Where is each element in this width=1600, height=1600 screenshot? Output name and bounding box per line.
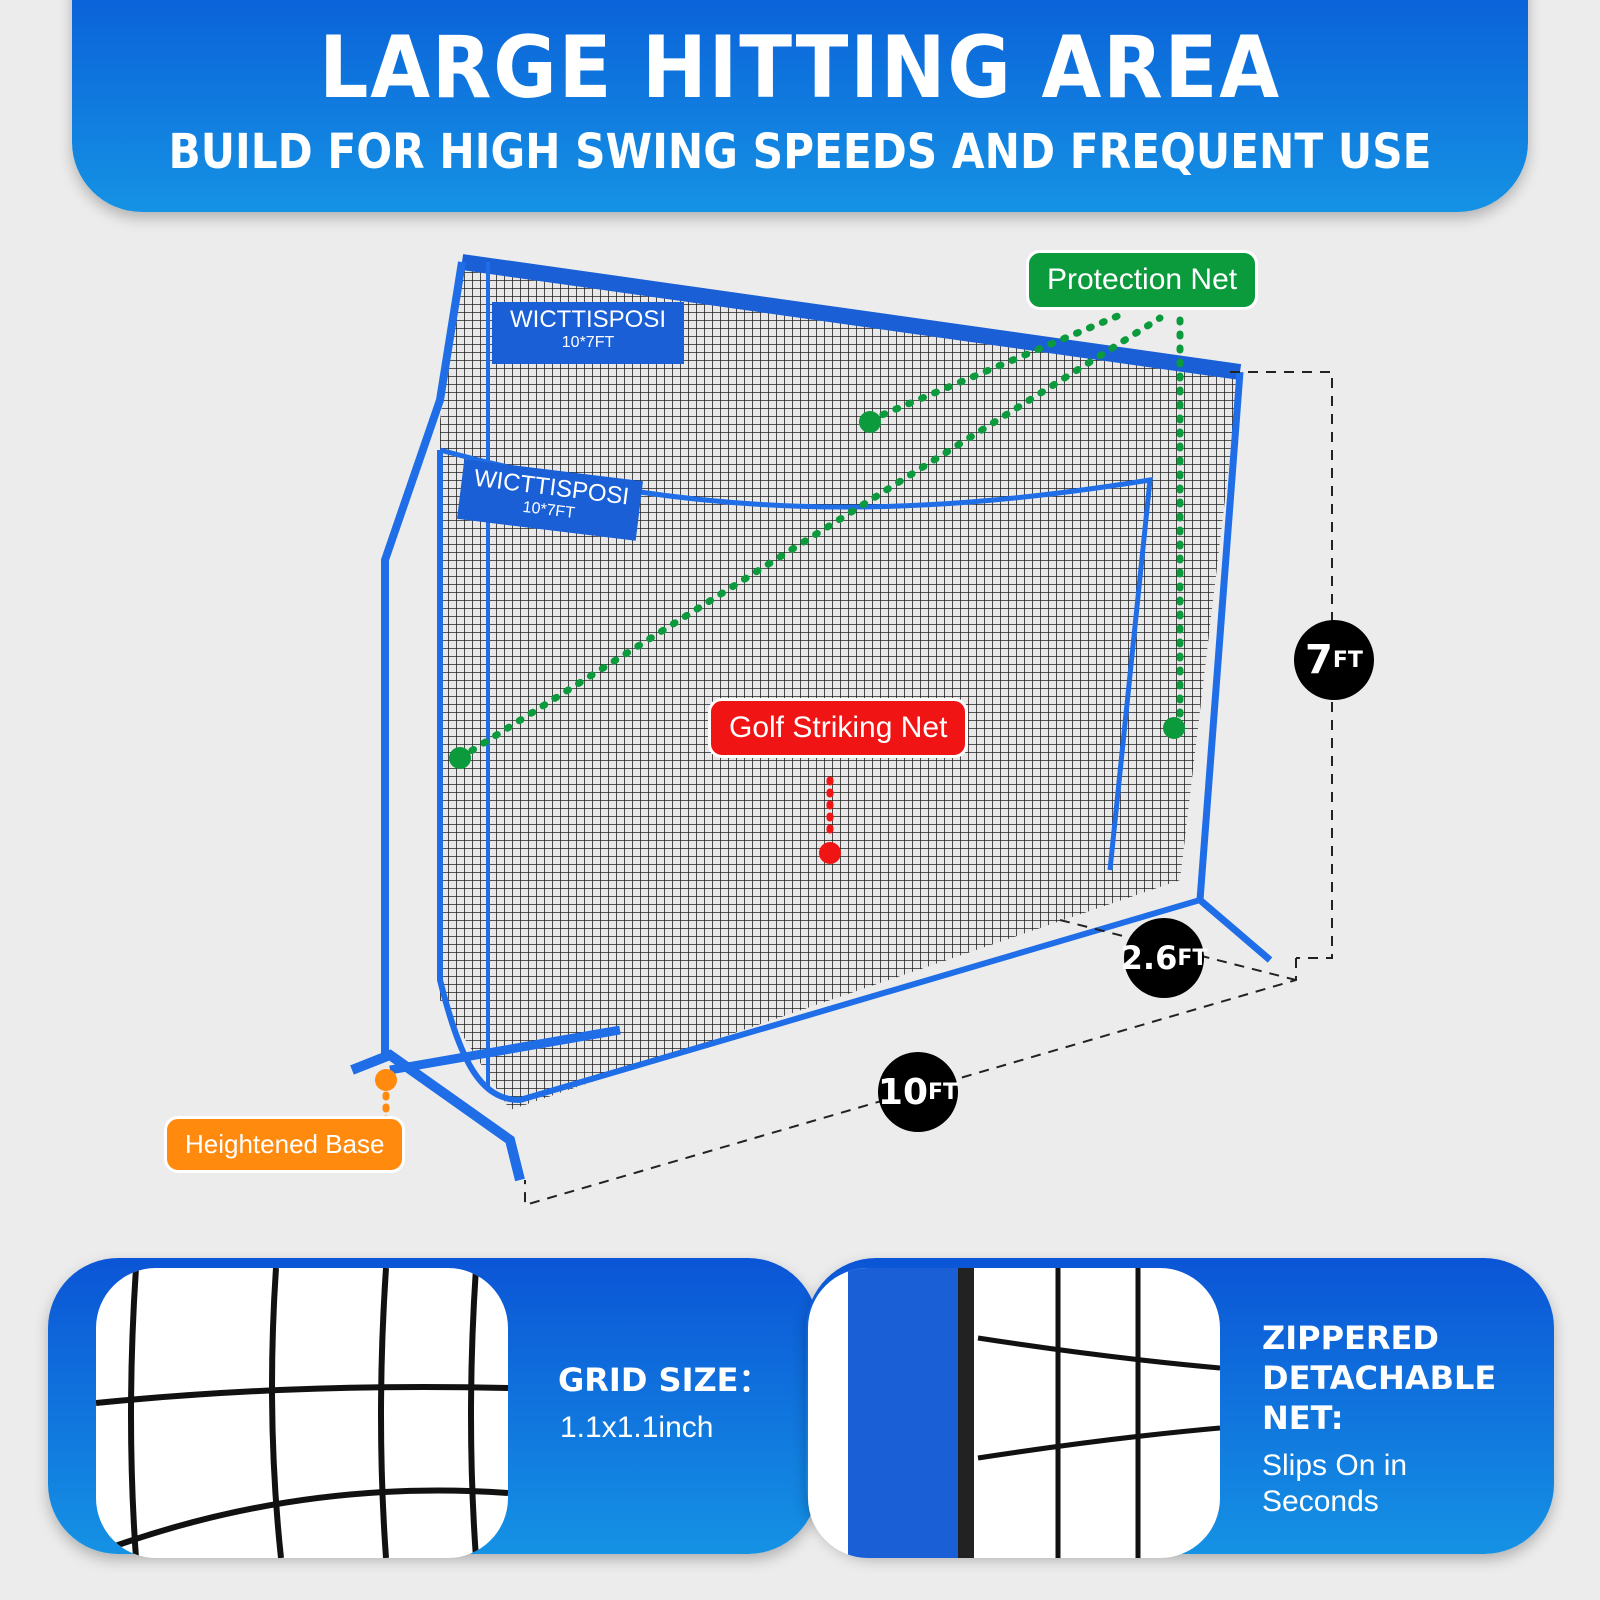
protection-net-callout: Protection Net [1026,250,1259,310]
zipper-description: Slips On in Seconds [1262,1449,1408,1518]
zipper-title: ZIPPERED DETACHABLE NET: [1262,1319,1497,1437]
grid-size-title: GRID SIZE： [558,1361,771,1399]
grid-size-value: 1.1x1.1inch [560,1411,714,1444]
net-mesh-closeup [96,1268,508,1558]
brand-tag-top: WICTTISPOSI 10*7FT [492,302,684,364]
header-banner: LARGE HITTING AREA BUILD FOR HIGH SWING … [72,0,1528,212]
page-title: LARGE HITTING AREA [319,18,1281,118]
golf-striking-net-callout: Golf Striking Net [708,698,969,758]
page-subtitle: BUILD FOR HIGH SWING SPEEDS AND FREQUENT… [168,124,1432,180]
net-grid-closeup-image [96,1268,508,1558]
heightened-base-callout: Heightened Base [164,1116,406,1173]
zipper-track [958,1268,974,1558]
product-illustration: WICTTISPOSI 10*7FT WICTTISPOSI 10*7FT Pr… [0,230,1600,1230]
zipper-closeup-image [808,1268,1220,1558]
padded-pole [848,1268,958,1558]
